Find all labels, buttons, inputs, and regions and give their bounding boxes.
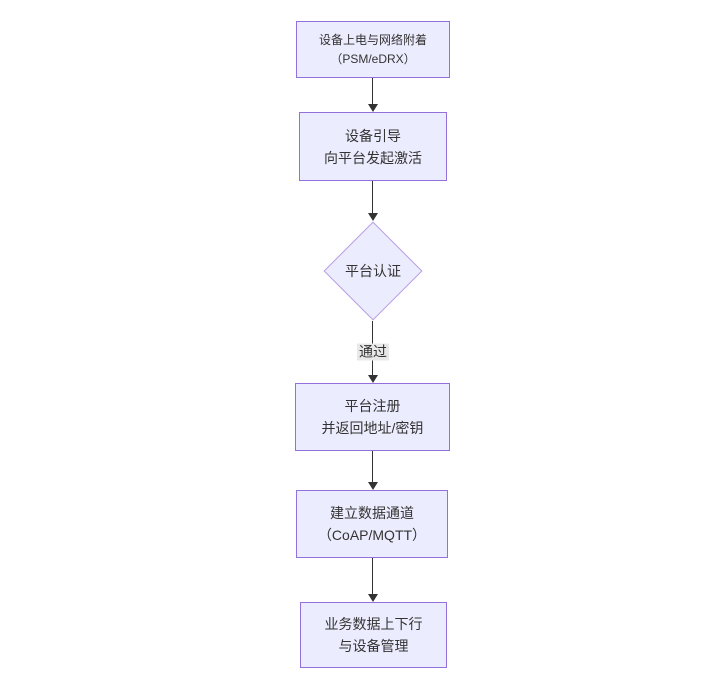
edge-line bbox=[372, 181, 373, 214]
edge-register-to-channel bbox=[368, 451, 378, 490]
edge-line bbox=[372, 451, 373, 483]
node-label-line: 建立数据通道 bbox=[330, 505, 414, 521]
arrowhead-down-icon bbox=[368, 213, 378, 221]
node-label-line: （CoAP/MQTT） bbox=[317, 527, 427, 543]
node-platform-register: 平台注册 并返回地址/密钥 bbox=[295, 383, 450, 451]
arrowhead-down-icon bbox=[368, 594, 378, 602]
node-label-line: 向平台发起激活 bbox=[324, 149, 422, 166]
node-data-channel: 建立数据通道 （CoAP/MQTT） bbox=[296, 490, 448, 558]
edge-line bbox=[372, 558, 373, 595]
node-label-line: 业务数据上下行 bbox=[324, 616, 423, 632]
edge-line bbox=[372, 78, 373, 105]
node-business-data-device-mgmt: 业务数据上下行 与设备管理 bbox=[300, 602, 447, 668]
arrowhead-down-icon bbox=[368, 482, 378, 490]
node-platform-auth-decision-label: 平台认证 bbox=[345, 263, 401, 279]
node-power-network-attach: 设备上电与网络附着 （PSM/eDRX） bbox=[296, 21, 450, 78]
node-bootstrap-activate: 设备引导 向平台发起激活 bbox=[299, 112, 447, 181]
node-label-line: 与设备管理 bbox=[338, 638, 409, 654]
arrowhead-down-icon bbox=[368, 375, 378, 383]
node-label-line: 设备引导 bbox=[345, 127, 401, 144]
node-label-line: （PSM/eDRX） bbox=[330, 51, 416, 66]
edge-boot-to-auth bbox=[368, 181, 378, 221]
edge-label-pass: 通过 bbox=[357, 343, 389, 361]
node-label-line: 设备上电与网络附着 bbox=[318, 32, 427, 47]
node-label-line: 并返回地址/密钥 bbox=[321, 420, 424, 436]
edge-channel-to-business bbox=[368, 558, 378, 602]
arrowhead-down-icon bbox=[368, 104, 378, 112]
node-label-line: 平台注册 bbox=[344, 398, 401, 414]
edge-power-to-boot bbox=[368, 78, 378, 112]
